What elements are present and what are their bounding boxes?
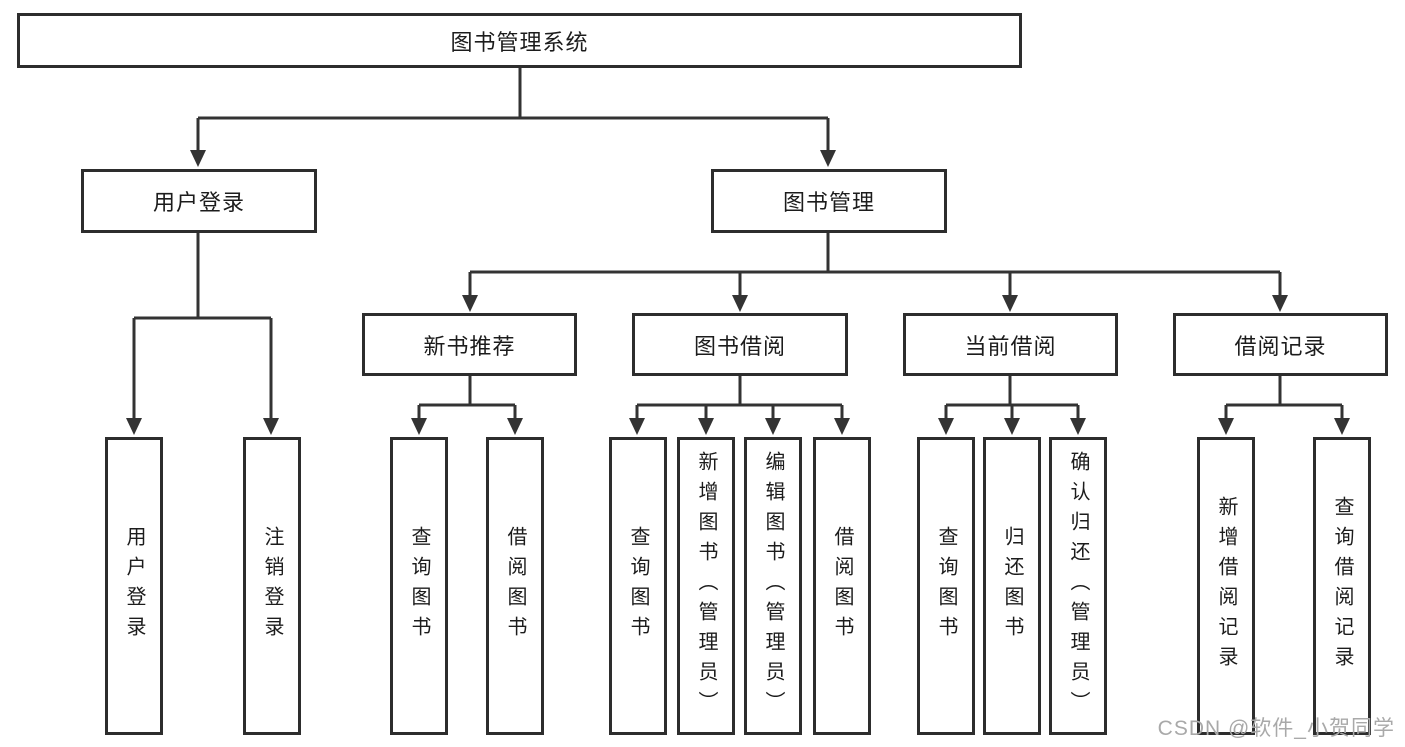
node-root: 图书管理系统 — [17, 13, 1022, 68]
arrowhead — [1218, 418, 1234, 435]
arrowhead — [820, 150, 836, 167]
node-book-borrowing: 图书借阅 — [632, 313, 848, 376]
leaf-borrow-books-recommend: 借阅图书 — [486, 437, 544, 735]
arrowhead — [629, 418, 645, 435]
csdn-watermark: CSDN @软件_小贺同学 — [1157, 717, 1395, 740]
connector-root-to-level1 — [190, 68, 836, 167]
connector-new-book-recommend-group — [411, 376, 523, 435]
leaf-add-borrow-record: 新增借阅记录 — [1197, 437, 1255, 735]
connector-user-login-group — [126, 233, 279, 435]
node-borrowing-records: 借阅记录 — [1173, 313, 1388, 376]
arrowhead — [834, 418, 850, 435]
connector-book-borrowing-group — [629, 376, 850, 435]
arrowhead — [411, 418, 427, 435]
node-user-login: 用户登录 — [81, 169, 317, 233]
leaf-borrow-books-borrowing: 借阅图书 — [813, 437, 871, 735]
leaf-confirm-return-admin: 确认归还（管理员） — [1049, 437, 1107, 735]
arrowhead — [1272, 295, 1288, 312]
node-new-book-recommend: 新书推荐 — [362, 313, 577, 376]
arrowhead — [190, 150, 206, 167]
node-book-management: 图书管理 — [711, 169, 947, 233]
arrowhead — [1070, 418, 1086, 435]
arrowhead — [126, 418, 142, 435]
leaf-return-books: 归还图书 — [983, 437, 1041, 735]
arrowhead — [1002, 295, 1018, 312]
arrowhead — [732, 295, 748, 312]
arrowhead — [765, 418, 781, 435]
node-current-borrowing: 当前借阅 — [903, 313, 1118, 376]
arrowhead — [938, 418, 954, 435]
leaf-query-books-borrowing: 查询图书 — [609, 437, 667, 735]
arrowhead — [1334, 418, 1350, 435]
leaf-edit-book-admin: 编辑图书（管理员） — [744, 437, 802, 735]
arrowhead — [462, 295, 478, 312]
arrowhead — [263, 418, 279, 435]
leaf-query-books-current: 查询图书 — [917, 437, 975, 735]
connector-current-borrowing-group — [938, 376, 1086, 435]
leaf-user-login: 用户登录 — [105, 437, 163, 735]
arrowhead — [698, 418, 714, 435]
leaf-logout: 注销登录 — [243, 437, 301, 735]
arrowhead — [507, 418, 523, 435]
connector-book-management-group — [462, 233, 1288, 312]
leaf-add-book-admin: 新增图书（管理员） — [677, 437, 735, 735]
leaf-query-borrow-record: 查询借阅记录 — [1313, 437, 1371, 735]
leaf-query-books-recommend: 查询图书 — [390, 437, 448, 735]
arrowhead — [1004, 418, 1020, 435]
connector-borrowing-records-group — [1218, 376, 1350, 435]
